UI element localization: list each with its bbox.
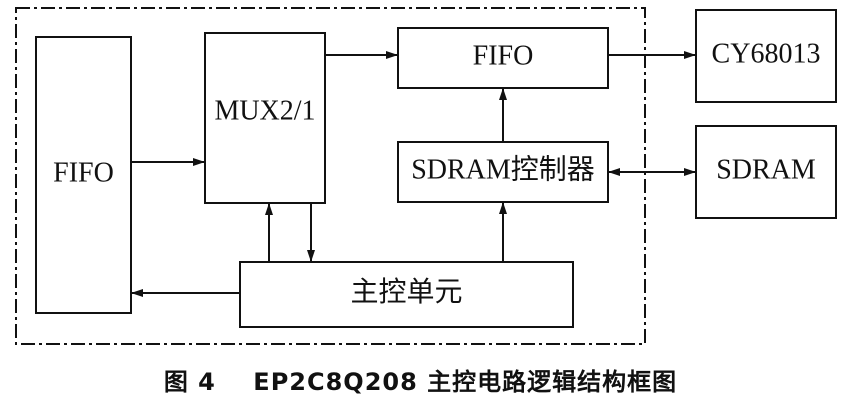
main-control-unit-label: 主控单元 (350, 276, 462, 308)
fifo-left-label: FIFO (53, 157, 114, 188)
mux-label: MUX2/1 (214, 95, 315, 126)
sdram-controller-block: SDRAM控制器 (397, 141, 609, 203)
figure-caption: 图 4 EP2C8Q208 主控电路逻辑结构框图 (163, 368, 678, 396)
mux-block: MUX2/1 (204, 32, 326, 204)
fifo-left-block: FIFO (35, 36, 132, 314)
main-control-unit-block: 主控单元 (239, 261, 574, 328)
sdram-label: SDRAM (716, 154, 816, 185)
fifo-top-block: FIFO (397, 27, 609, 89)
fpga-boundary (15, 7, 646, 345)
sdram-block: SDRAM (695, 125, 837, 219)
cy68013-block: CY68013 (695, 9, 837, 103)
fifo-top-label: FIFO (473, 40, 534, 71)
sdram-controller-label: SDRAM控制器 (411, 153, 595, 185)
block-diagram: FIFO MUX2/1 FIFO SDRAM控制器 主控单元 CY68013 S… (15, 7, 837, 345)
cy68013-label: CY68013 (712, 38, 821, 69)
